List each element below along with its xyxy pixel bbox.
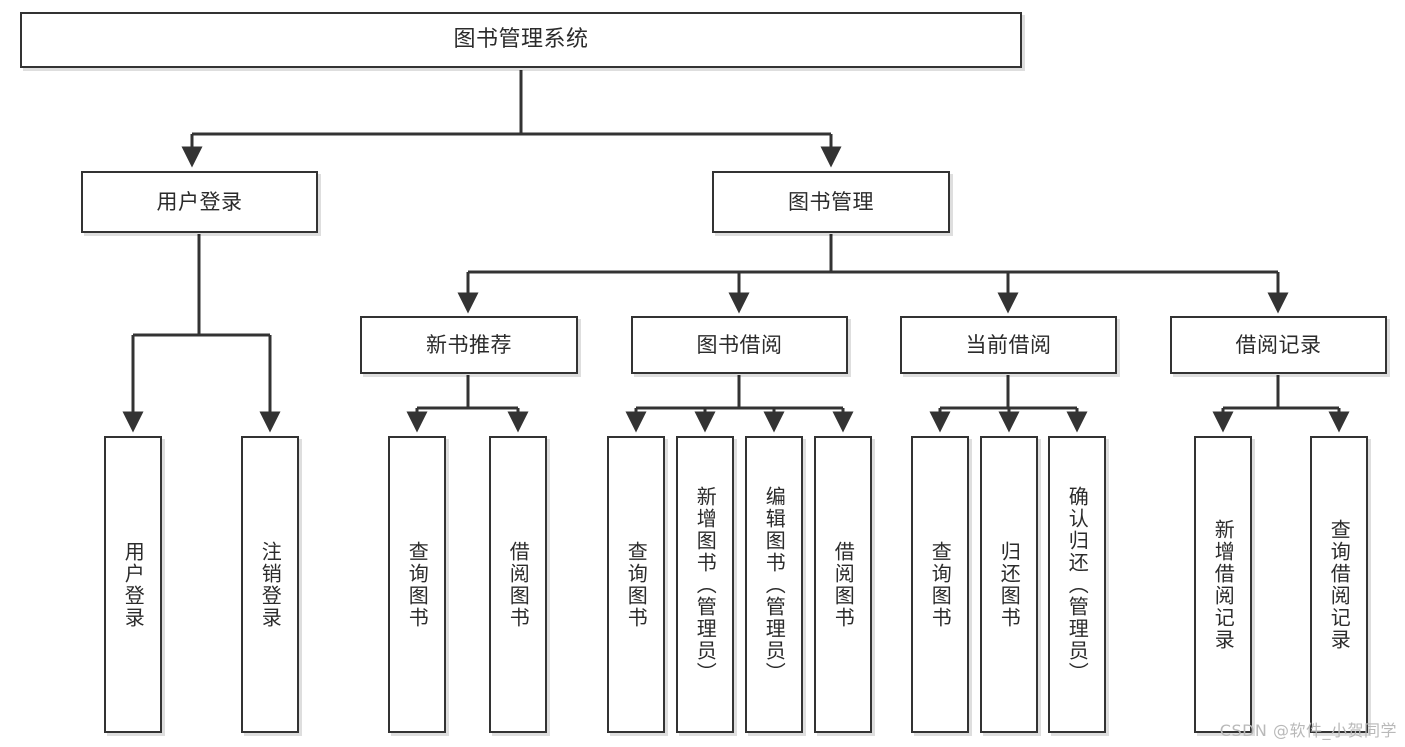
node-user-login[interactable]: 用户登录: [81, 171, 318, 233]
node-label: 用户登录: [121, 540, 146, 629]
node-label: 确认归还（管理员）: [1065, 485, 1090, 684]
leaf-new-book-query-book[interactable]: 查询图书: [388, 436, 446, 733]
leaf-new-book-borrow-book[interactable]: 借阅图书: [489, 436, 547, 733]
leaf-book-borrow-add-book-admin[interactable]: 新增图书（管理员）: [676, 436, 734, 733]
node-label: 借阅记录: [1235, 332, 1322, 357]
node-book-management[interactable]: 图书管理: [712, 171, 950, 233]
node-new-book-recommend[interactable]: 新书推荐: [360, 316, 578, 374]
csdn-watermark: CSDN @软件_小贺同学: [1219, 721, 1397, 740]
leaf-current-borrow-query-book[interactable]: 查询图书: [911, 436, 969, 733]
node-label: 归还图书: [997, 540, 1022, 629]
node-book-borrow[interactable]: 图书借阅: [631, 316, 848, 374]
node-label: 查询图书: [405, 540, 430, 629]
leaf-book-borrow-borrow-book[interactable]: 借阅图书: [814, 436, 872, 733]
leaf-current-borrow-confirm-return-admin[interactable]: 确认归还（管理员）: [1048, 436, 1106, 733]
leaf-borrow-record-query-record[interactable]: 查询借阅记录: [1310, 436, 1368, 733]
node-label: 图书管理: [788, 189, 874, 214]
node-label: 图书借阅: [696, 332, 783, 357]
node-label: 新增借阅记录: [1211, 518, 1236, 651]
node-label: 当前借阅: [965, 332, 1052, 357]
node-label: 用户登录: [156, 189, 243, 214]
node-label: 编辑图书（管理员）: [762, 485, 787, 684]
leaf-book-borrow-edit-book-admin[interactable]: 编辑图书（管理员）: [745, 436, 803, 733]
leaf-user-login-logout[interactable]: 注销登录: [241, 436, 299, 733]
leaf-book-borrow-query-book[interactable]: 查询图书: [607, 436, 665, 733]
leaf-current-borrow-return-book[interactable]: 归还图书: [980, 436, 1038, 733]
node-label: 查询借阅记录: [1327, 518, 1352, 651]
node-label: 借阅图书: [506, 540, 531, 629]
node-label: 新增图书（管理员）: [693, 485, 718, 684]
node-label: 查询图书: [928, 540, 953, 629]
node-label: 借阅图书: [831, 540, 856, 629]
node-label: 查询图书: [624, 540, 649, 629]
node-borrow-record[interactable]: 借阅记录: [1170, 316, 1387, 374]
node-root-book-management-system[interactable]: 图书管理系统: [20, 12, 1022, 68]
leaf-borrow-record-add-record[interactable]: 新增借阅记录: [1194, 436, 1252, 733]
node-current-borrow[interactable]: 当前借阅: [900, 316, 1117, 374]
node-label: 注销登录: [258, 540, 283, 629]
node-label: 图书管理系统: [453, 27, 589, 53]
node-label: 新书推荐: [426, 332, 512, 357]
leaf-user-login-login[interactable]: 用户登录: [104, 436, 162, 733]
